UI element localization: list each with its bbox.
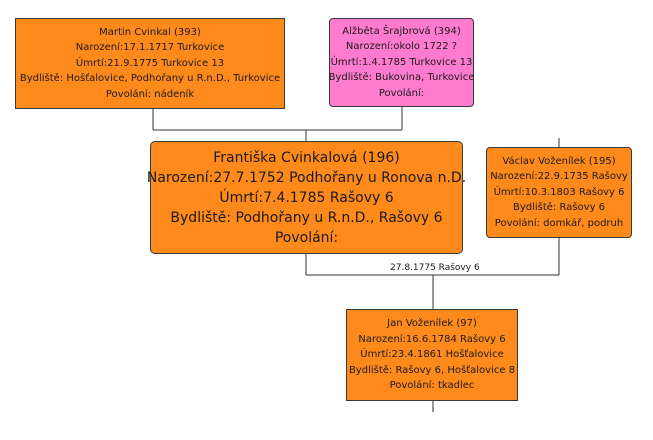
person-death: Úmrtí:7.4.1785 Rašovy 6 bbox=[219, 189, 394, 206]
person-occupation: Povolání: nádeník bbox=[105, 88, 195, 100]
person-name: Martin Cvinkal (393) bbox=[99, 26, 201, 38]
person-occupation: Povolání: domkář, podruh bbox=[494, 217, 624, 229]
person-residence: Bydliště: Hošťalovice, Podhořany u R.n.D… bbox=[19, 73, 281, 85]
person-occupation: Povolání: bbox=[378, 87, 425, 99]
person-occupation: Povolání: bbox=[274, 229, 339, 246]
person-name: Jan Voženílek (97) bbox=[387, 318, 477, 330]
person-box-father[interactable]: Martin Cvinkal (393) Narození:17.1.1717 … bbox=[15, 18, 285, 109]
person-name: Alžběta Šrajbrová (394) bbox=[342, 25, 461, 37]
person-birth: Narození:17.1.1717 Turkovice bbox=[75, 42, 225, 54]
person-box-spouse[interactable]: Václav Voženílek (195) Narození:22.9.173… bbox=[486, 147, 632, 238]
person-name: Františka Cvinkalová (196) bbox=[213, 149, 400, 166]
person-residence: Bydliště: Bukovina, Turkovice bbox=[328, 72, 475, 84]
person-name: Václav Voženílek (195) bbox=[502, 155, 616, 167]
person-birth: Narození:27.7.1752 Podhořany u Ronova n.… bbox=[146, 169, 467, 186]
person-residence: Bydliště: Rašovy 6, Hošťalovice 8 bbox=[348, 364, 516, 376]
person-residence: Bydliště: Podhořany u R.n.D., Rašovy 6 bbox=[170, 209, 443, 226]
marriage-label: 27.8.1775 Rašovy 6 bbox=[390, 263, 480, 273]
person-death: Úmrtí:1.4.1785 Turkovice 13 bbox=[330, 56, 473, 68]
person-birth: Narození:16.6.1784 Rašovy 6 bbox=[358, 333, 506, 345]
person-birth: Narození:okolo 1722 ? bbox=[345, 41, 458, 53]
person-death: Úmrtí:21.9.1775 Turkovice 13 bbox=[75, 57, 225, 69]
person-death: Úmrtí:10.3.1803 Rašovy 6 bbox=[493, 186, 625, 198]
person-birth: Narození:22.9.1735 Rašovy bbox=[490, 171, 628, 183]
person-death: Úmrtí:23.4.1861 Hošťalovice bbox=[360, 349, 504, 361]
person-box-child[interactable]: Jan Voženílek (97) Narození:16.6.1784 Ra… bbox=[346, 309, 518, 401]
person-residence: Bydliště: Rašovy 6 bbox=[512, 202, 606, 214]
person-box-main[interactable]: Františka Cvinkalová (196) Narození:27.7… bbox=[146, 141, 467, 254]
person-occupation: Povolání: tkadlec bbox=[389, 380, 475, 392]
person-box-mother[interactable]: Alžběta Šrajbrová (394) Narození:okolo 1… bbox=[329, 18, 474, 107]
